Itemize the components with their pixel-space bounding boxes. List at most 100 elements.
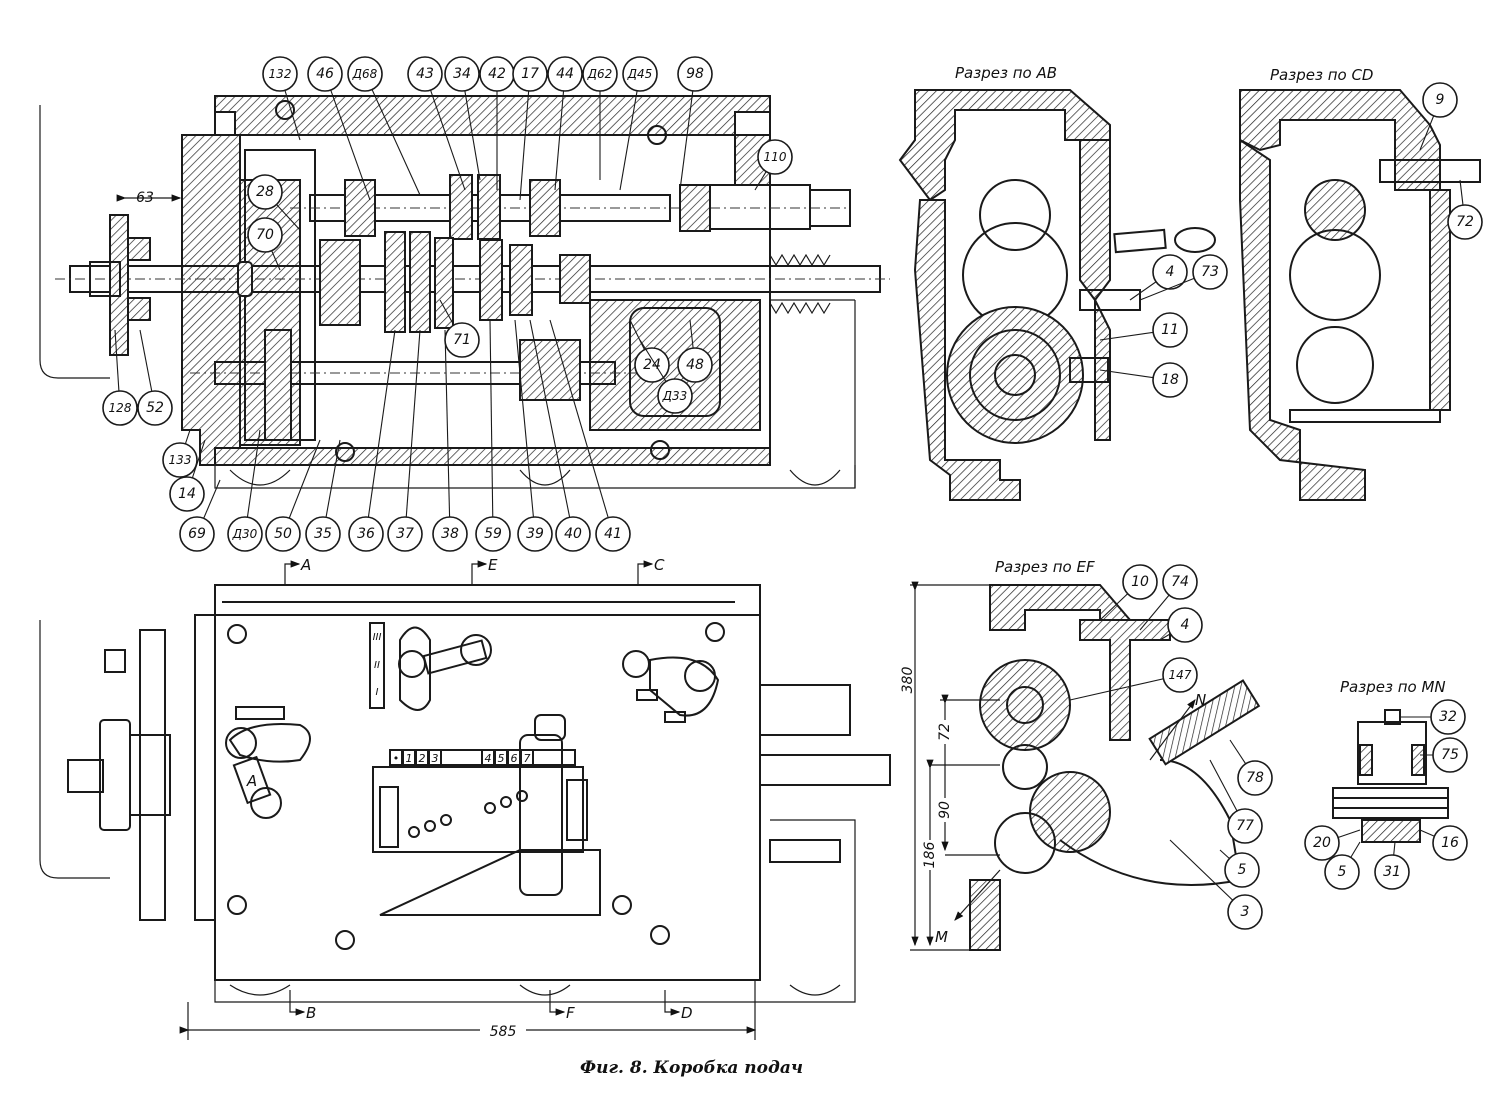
callout-28: 28 [247, 174, 301, 231]
callout-69: 69 [179, 479, 221, 552]
callout-14: 14 [169, 439, 206, 512]
callout-label: 52 [146, 400, 164, 416]
leader-line [529, 319, 574, 535]
feed-scale-label: 2 [419, 752, 426, 765]
leader-line [554, 73, 566, 191]
lever-a-label: A [246, 772, 257, 790]
callout-label: 78 [1246, 770, 1264, 786]
callout-41: 41 [549, 319, 631, 552]
axis-mark-m: M [935, 928, 948, 946]
section-ab: Разрез по АВ [898, 64, 1216, 501]
callout-147: 147 [1069, 657, 1198, 701]
feed-scale-label: 1 [406, 752, 413, 765]
lever-right [649, 656, 720, 717]
dimension-90: 90 [937, 801, 953, 819]
callout-Д68: Д68 [347, 56, 421, 196]
feed-scale-label: 5 [498, 752, 505, 765]
callout-label: 48 [686, 357, 704, 373]
callout-label: Д33 [662, 389, 688, 403]
callout-75: 75 [1420, 737, 1468, 773]
leader-line [514, 319, 536, 535]
callout-70: 70 [247, 217, 283, 271]
section-ab-title: Разрез по АВ [955, 64, 1057, 82]
callout-98: 98 [677, 56, 713, 191]
callout-label: 5 [1338, 864, 1347, 880]
callout-label: 32 [1439, 709, 1457, 725]
section-ef: Разрез по EF N M 380 72 90 186 [900, 558, 1261, 951]
range-label-1: I [376, 687, 379, 698]
range-indicator-plate [369, 622, 385, 709]
callout-label: 31 [1383, 864, 1401, 880]
axis-mark-n: N [1195, 691, 1206, 709]
feed-selector-column [519, 734, 563, 896]
leader-line [519, 73, 531, 201]
callout-50: 50 [265, 439, 321, 552]
callout-Д62: Д62 [582, 56, 618, 180]
bed-outline [39, 105, 110, 379]
section-mark-A: A [300, 556, 311, 574]
callout-5: 5 [1219, 849, 1260, 888]
feed-selector-box [372, 766, 584, 853]
leader-line [444, 329, 451, 535]
feed-scale-label: 7 [524, 752, 531, 765]
callout-132: 132 [262, 56, 301, 141]
lever-a-knob [225, 727, 257, 759]
callout-36: 36 [348, 329, 396, 552]
callout-label: 98 [686, 66, 704, 82]
leader-line [619, 73, 641, 191]
callout-Д30: Д30 [227, 429, 263, 552]
callout-128: 128 [102, 329, 138, 426]
callout-18: 18 [1099, 362, 1188, 398]
callout-48: 48 [677, 319, 713, 383]
section-mark-E: E [488, 556, 498, 574]
callout-label: 50 [274, 526, 292, 542]
leader-line [364, 73, 421, 196]
callout-46: 46 [307, 56, 371, 201]
leader-line [324, 73, 371, 201]
callout-label: 3 [1241, 904, 1250, 920]
callout-label: 73 [1201, 264, 1219, 280]
section-mark-B: B [306, 1004, 316, 1022]
section-mn-title: Разрез по MN [1340, 678, 1446, 696]
leader-line [1069, 674, 1181, 701]
range-label-2: II [374, 660, 380, 671]
dimension-585: 585 [490, 1024, 517, 1040]
callout-label: 74 [1171, 574, 1189, 590]
callout-11: 11 [1099, 312, 1188, 348]
range-label-3: III [373, 632, 382, 643]
leader-line [404, 329, 421, 535]
callout-label: 17 [521, 66, 539, 82]
callout-label: 14 [178, 486, 196, 502]
section-mark-arrow [284, 560, 301, 584]
leader-line [679, 73, 696, 191]
section-mark-arrow [289, 990, 306, 1016]
housing-right-block [589, 299, 761, 431]
callout-10: 10 [1099, 564, 1158, 621]
housing-left-wall [181, 134, 241, 466]
front-housing-outline [214, 584, 761, 981]
callout-71: 71 [439, 299, 480, 358]
callout-label: 40 [564, 526, 582, 542]
callout-label: 70 [256, 227, 274, 243]
callout-label: 4 [1181, 617, 1190, 633]
callout-52: 52 [137, 329, 173, 426]
callout-label: 9 [1436, 92, 1445, 108]
callout-78: 78 [1229, 739, 1273, 796]
figure-caption: Фиг. 8. Коробка подач [580, 1058, 803, 1078]
callout-42: 42 [479, 56, 515, 190]
callout-label: Д45 [627, 67, 653, 81]
callout-17: 17 [512, 56, 548, 201]
dimension-63: 63 [136, 190, 154, 206]
callout-label: 16 [1441, 835, 1459, 851]
dimension-186: 186 [922, 842, 938, 869]
section-mark-arrow [549, 990, 566, 1016]
dimension-380: 380 [900, 667, 916, 694]
section-cd: Разрез по CD [1239, 66, 1481, 501]
callout-4: 4 [1129, 254, 1188, 301]
callout-9: 9 [1419, 82, 1458, 151]
callout-110: 110 [754, 139, 793, 191]
